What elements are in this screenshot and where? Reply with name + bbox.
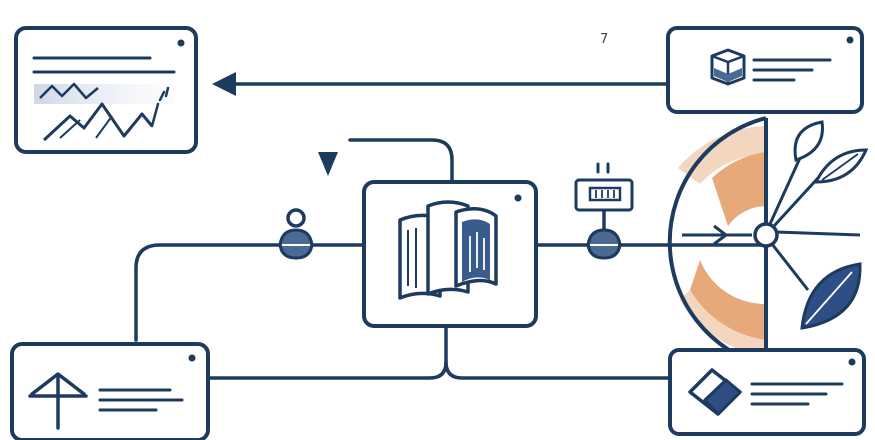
- top-left-card[interactable]: [14, 26, 198, 154]
- connectors: [134, 82, 764, 380]
- left-branch-line: [134, 243, 366, 342]
- signpost-icon: [28, 372, 88, 430]
- bottom-right-bus: [444, 360, 678, 380]
- open-book-icon: [398, 200, 498, 300]
- center-card[interactable]: [362, 180, 538, 328]
- bottom-right-card[interactable]: [668, 348, 866, 436]
- page-badge: 7: [600, 32, 608, 47]
- top-right-card[interactable]: [666, 26, 864, 114]
- bottom-left-card[interactable]: [10, 342, 210, 440]
- box-icon: [710, 48, 746, 86]
- half-circle-leaves-icon: [667, 116, 869, 368]
- landscape-chart-icon: [34, 82, 174, 142]
- down-arrowhead: [318, 152, 338, 176]
- gauge-node-icon[interactable]: [574, 162, 634, 260]
- eraser-icon: [688, 368, 742, 416]
- center-loop-line: [348, 138, 454, 184]
- bottom-left-bus: [198, 324, 448, 380]
- person-node-icon[interactable]: [278, 208, 314, 260]
- left-arrowhead: [212, 72, 236, 96]
